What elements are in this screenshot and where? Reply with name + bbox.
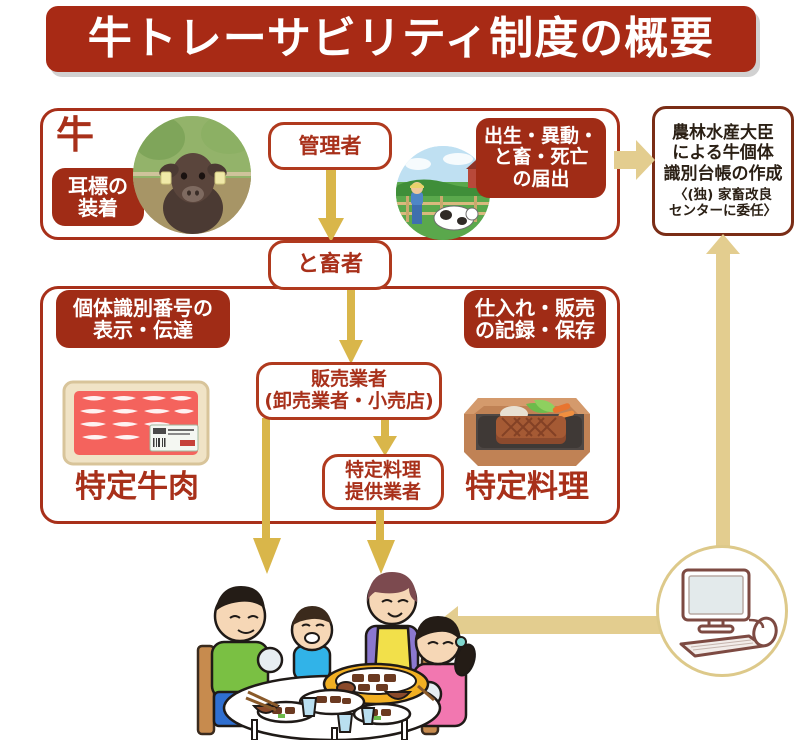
seller-box: 販売業者(卸売業者・小売店) [256,362,442,420]
specified-dish-caption: 特定料理 [465,469,589,505]
manager-label: 管理者 [298,133,362,158]
computer-terminal-circle [656,545,788,677]
eartag-attachment-label: 耳標の装着 [68,173,128,220]
notification-requirement-chip: 出生・異動・と畜・死亡の届出 [476,118,606,198]
page-title: 牛トレーサビリティ制度の概要 [87,13,715,64]
cow-label: 牛 [56,113,95,157]
arrow-seller-to-cook [370,418,400,458]
purchase-sales-record-label: 仕入れ・販売の記録・保存 [475,295,595,342]
family-eating-illustration [186,568,476,740]
slaughterer-box: と畜者 [268,240,392,290]
notification-requirement-label: 出生・異動・と畜・死亡の届出 [483,125,598,190]
arrow-cook-to-consumer [364,508,398,576]
arrow-slaughterer-to-seller [336,288,366,366]
page-title-bar: 牛トレーサビリティ制度の概要 [46,6,756,72]
seller-label: 販売業者(卸売業者・小売店) [264,368,434,412]
arrow-computer-to-ministry [704,234,742,564]
packaged-beef-icon [62,380,210,466]
computer-icon [679,568,778,658]
ministry-registry-main-label: 農林水産大臣による牛個体識別台帳の作成 [663,122,783,184]
arrow-manager-to-slaughterer [316,168,346,244]
id-number-display-label: 個体識別番号の表示・伝達 [73,295,213,342]
eartag-attachment-chip: 耳標の装着 [52,168,144,226]
ministry-registry-sub-label: 〈(独) 家畜改良センターに委任〉 [669,186,777,220]
farmer-and-cattle-photo [396,146,490,240]
ministry-registry-box: 農林水産大臣による牛個体識別台帳の作成 〈(独) 家畜改良センターに委任〉 [652,106,794,236]
specified-beef-caption: 特定牛肉 [75,469,199,505]
steak-plate-icon [452,378,600,474]
cow-photo [133,116,251,234]
manager-box: 管理者 [268,122,392,170]
specified-dish-provider-label: 特定料理提供業者 [344,459,421,503]
purchase-sales-record-chip: 仕入れ・販売の記録・保存 [464,290,606,348]
specified-dish-provider-box: 特定料理提供業者 [322,454,444,510]
arrow-beef-to-consumer [250,418,284,576]
id-number-display-chip: 個体識別番号の表示・伝達 [56,290,230,348]
slaughterer-label: と畜者 [296,252,363,278]
arrow-notification-to-ministry [614,138,656,182]
